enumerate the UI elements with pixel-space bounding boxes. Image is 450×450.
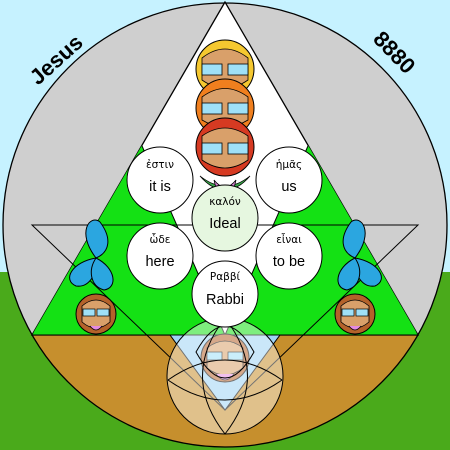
bottom-rings <box>166 317 284 435</box>
face-right <box>334 293 376 335</box>
word-greek: εἶναι <box>276 233 302 246</box>
word-circle-us: ἡμᾶς us <box>255 146 323 214</box>
word-greek: ἐστιν <box>146 159 174 171</box>
word-english: Ideal <box>209 216 240 232</box>
word-english: Rabbi <box>206 292 244 308</box>
word-english: here <box>145 254 174 270</box>
word-circle-it-is: ἐστιν it is <box>126 146 194 214</box>
word-circle-here: ὧδε here <box>126 222 194 290</box>
word-english: us <box>281 179 296 195</box>
word-greek: καλόν <box>209 196 241 208</box>
face-red <box>195 117 255 177</box>
face-bottom <box>200 333 250 383</box>
word-circle-ideal: καλόν Ideal <box>191 184 259 252</box>
word-circle-rabbi: Ραββί Rabbi <box>191 260 259 328</box>
word-circle-to-be: εἶναι to be <box>255 222 323 290</box>
word-greek: Ραββί <box>210 271 241 283</box>
word-greek: ἡμᾶς <box>276 159 302 171</box>
trefoil-right <box>337 219 382 291</box>
word-english: to be <box>273 254 305 270</box>
face-left <box>75 293 117 335</box>
trefoil-left <box>69 219 114 291</box>
word-english: it is <box>149 179 171 195</box>
word-greek: ὧδε <box>150 233 171 246</box>
